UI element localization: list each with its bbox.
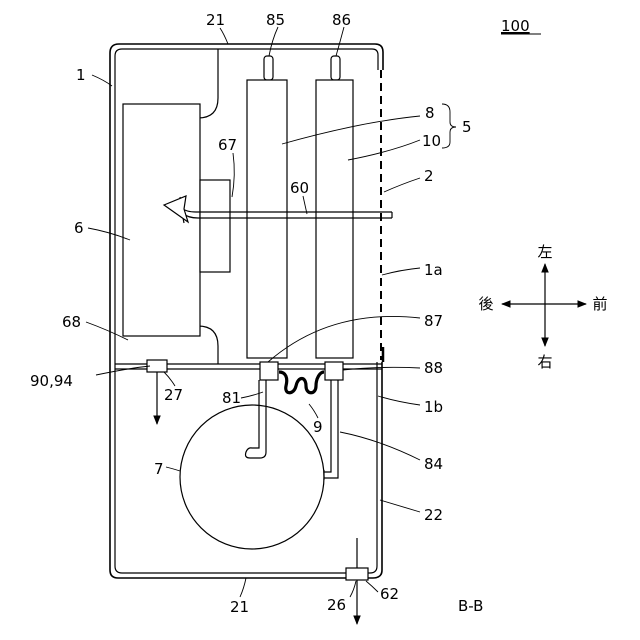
label-7: 7: [154, 460, 164, 478]
label-85: 85: [266, 11, 285, 29]
label-21-top: 21: [206, 11, 225, 29]
label-60: 60: [290, 179, 309, 197]
label-26: 26: [327, 596, 346, 614]
label-10: 10: [422, 132, 441, 150]
section-label: B-B: [458, 597, 483, 615]
label-86: 86: [332, 11, 351, 29]
figure-number: 100: [501, 17, 530, 35]
direction-left-label: 左: [537, 243, 552, 261]
label-2: 2: [424, 167, 434, 185]
label-1a: 1a: [424, 261, 443, 279]
blower-unit: [123, 104, 200, 336]
label-9: 9: [313, 418, 323, 436]
connector-88: [325, 362, 343, 380]
pipe-84: [324, 380, 338, 478]
label-8: 8: [425, 104, 435, 122]
label-87: 87: [424, 312, 443, 330]
label-88: 88: [424, 359, 443, 377]
coil-9: [279, 372, 324, 393]
drain-26: [346, 568, 368, 580]
label-62: 62: [380, 585, 399, 603]
label-1b: 1b: [424, 398, 443, 416]
electrode-8: [247, 80, 287, 358]
water-tank-7: [180, 405, 324, 549]
direction-back-label: 後: [478, 295, 493, 313]
terminal-86: [331, 56, 340, 80]
label-68: 68: [62, 313, 81, 331]
terminal-85: [264, 56, 273, 80]
water-tank-assembly: [180, 380, 338, 549]
label-5: 5: [462, 118, 472, 136]
direction-indicator: 左 右 後 前: [478, 243, 607, 371]
blower-outlet-67: [200, 180, 230, 272]
label-1: 1: [76, 66, 86, 84]
direction-front-label: 前: [592, 295, 607, 313]
label-67: 67: [218, 136, 237, 154]
label-81: 81: [222, 389, 241, 407]
electrode-assembly: [247, 56, 353, 393]
label-6: 6: [74, 219, 84, 237]
label-84: 84: [424, 455, 443, 473]
connector-87: [260, 362, 278, 380]
label-21-bottom: 21: [230, 598, 249, 616]
label-22: 22: [424, 506, 443, 524]
direction-right-label: 右: [537, 353, 552, 371]
label-27: 27: [164, 386, 183, 404]
label-90-94: 90,94: [30, 372, 73, 390]
electrode-10: [316, 80, 353, 358]
